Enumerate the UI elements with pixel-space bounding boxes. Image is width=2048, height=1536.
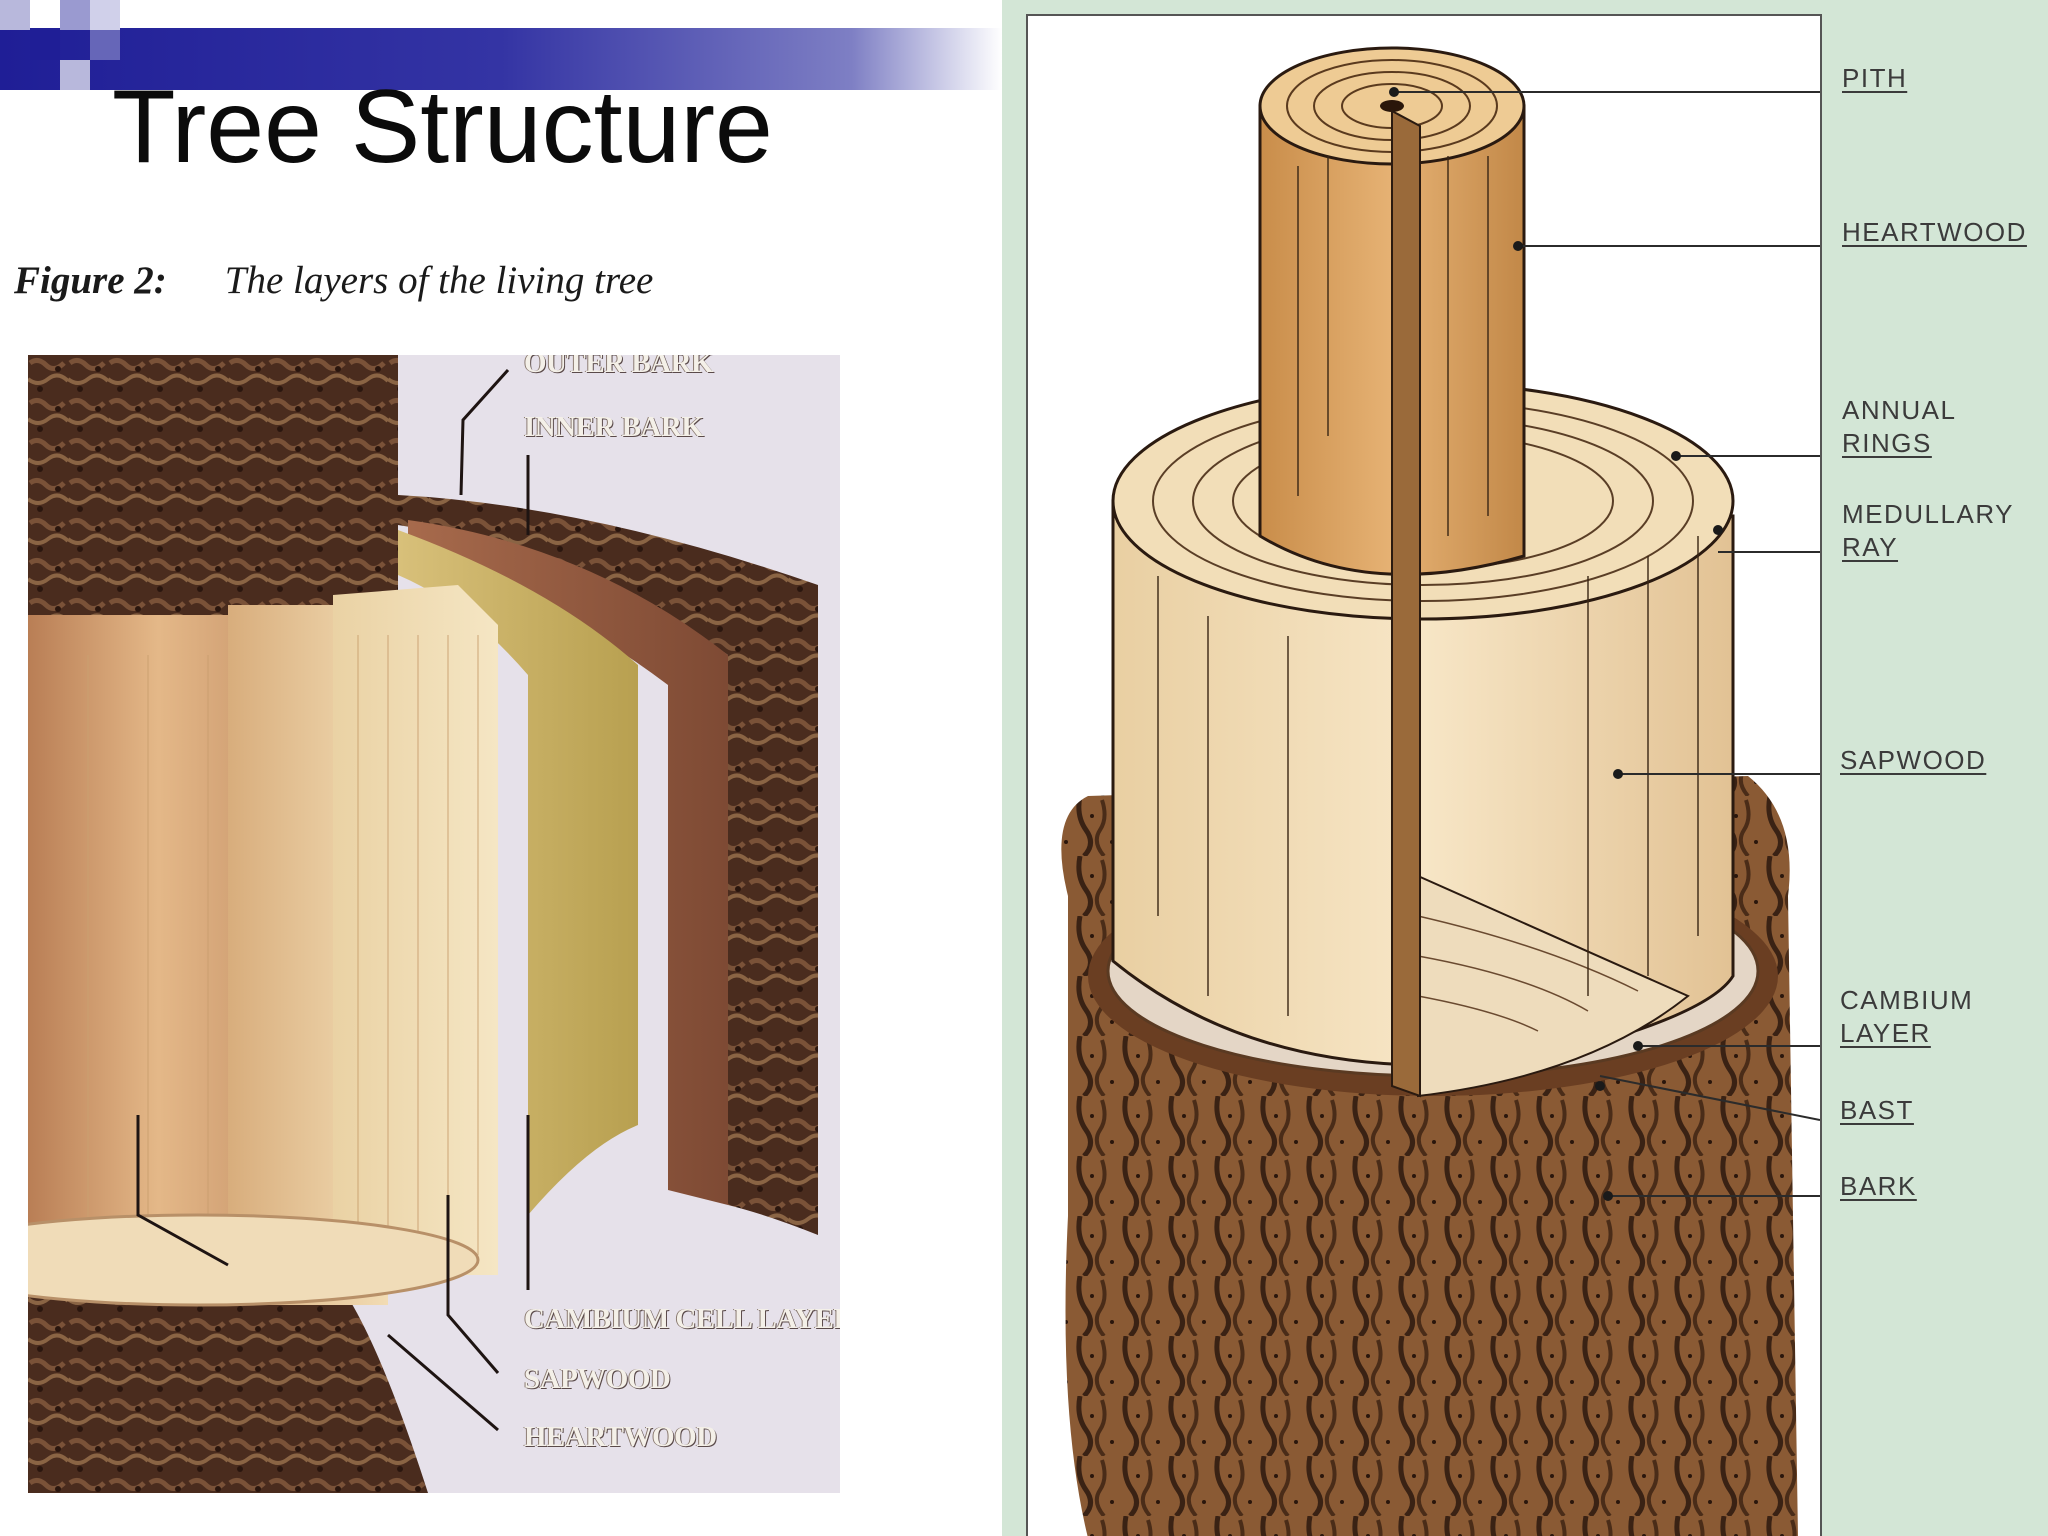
tree-cross-section-illustration bbox=[1026, 14, 1822, 1536]
label-medullary-ray-line1: MEDULLARY bbox=[1842, 499, 2014, 529]
slide-title: Tree Structure bbox=[112, 69, 773, 185]
figure-caption-text: The layers of the living tree bbox=[224, 259, 654, 302]
header-square-light-2 bbox=[60, 60, 90, 90]
label-sapwood-right: SAPWOOD bbox=[1840, 744, 1986, 777]
tree-cross-section-panel: PITH HEARTWOOD ANNUAL RINGS MEDULLARY RA… bbox=[1002, 0, 2048, 1536]
label-medullary-ray-line2: RAY bbox=[1842, 531, 1899, 562]
header-square-light bbox=[0, 0, 30, 30]
label-cambium-layer-line2: LAYER bbox=[1840, 1017, 1931, 1048]
tree-cross-section-drawing bbox=[1061, 46, 1821, 1536]
label-pith-text: PITH bbox=[1842, 63, 1908, 93]
living-tree-layers-drawing bbox=[28, 355, 840, 1493]
label-annual-rings-line2: RINGS bbox=[1842, 427, 1932, 458]
figure-caption: Figure 2: The layers of the living tree bbox=[14, 258, 653, 303]
header-square-dark bbox=[30, 30, 60, 60]
label-cambium-layer: CAMBIUM LAYER bbox=[1840, 984, 1973, 1049]
label-heartwood-right: HEARTWOOD bbox=[1842, 216, 2027, 249]
label-sapwood-left: SAPWOOD bbox=[524, 1363, 671, 1395]
figure-number: Figure 2: bbox=[14, 259, 167, 302]
label-bark-text: BARK bbox=[1840, 1171, 1917, 1201]
header-gradient-bar bbox=[0, 28, 1002, 90]
label-annual-rings-line1: ANNUAL bbox=[1842, 395, 1957, 425]
label-cambium-cell-layer: CAMBIUM CELL LAYER bbox=[524, 1303, 840, 1335]
label-bast-text: BAST bbox=[1840, 1095, 1914, 1125]
label-bast: BAST bbox=[1840, 1094, 1914, 1127]
living-tree-layers-illustration: OUTER BARK INNER BARK CAMBIUM CELL LAYER… bbox=[28, 355, 840, 1493]
label-inner-bark: INNER BARK bbox=[524, 411, 704, 443]
label-annual-rings: ANNUAL RINGS bbox=[1842, 394, 1956, 459]
label-medullary-ray: MEDULLARY RAY bbox=[1842, 498, 2014, 563]
label-cambium-layer-line1: CAMBIUM bbox=[1840, 985, 1974, 1015]
header-square-pale bbox=[90, 0, 120, 30]
label-bark: BARK bbox=[1840, 1170, 1917, 1203]
label-heartwood-right-text: HEARTWOOD bbox=[1842, 217, 2027, 247]
label-sapwood-right-text: SAPWOOD bbox=[1840, 745, 1987, 775]
label-outer-bark: OUTER BARK bbox=[524, 355, 714, 379]
label-heartwood-left: HEARTWOOD bbox=[524, 1421, 717, 1453]
label-pith: PITH bbox=[1842, 62, 1907, 95]
header-square-mid bbox=[60, 0, 90, 30]
header-square-blue bbox=[90, 30, 120, 60]
